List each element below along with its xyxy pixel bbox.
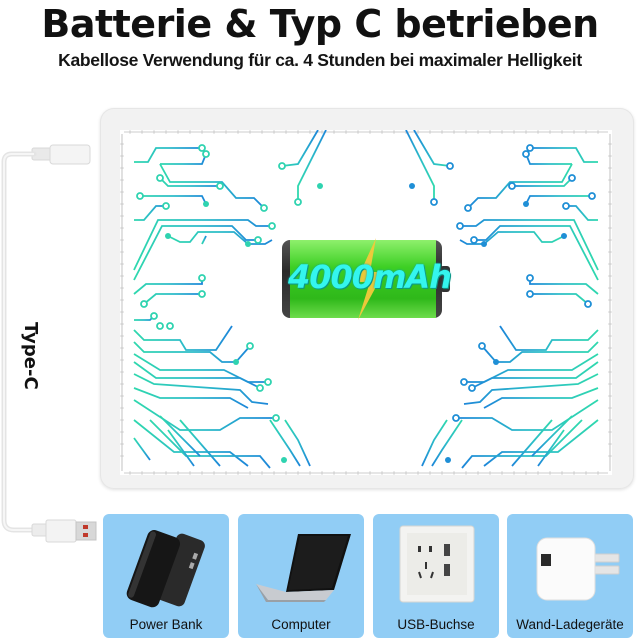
power-bank-icon bbox=[126, 530, 205, 608]
power-source-list: Power Bank Computer USB-Buchse bbox=[103, 514, 636, 638]
battery-capacity-label: 4000mAh bbox=[288, 258, 452, 296]
light-pad-screen bbox=[120, 130, 612, 475]
power-source-label: USB-Buchse bbox=[397, 617, 475, 632]
power-source-card-computer: Computer bbox=[238, 514, 364, 638]
usb-c-cable-icon bbox=[1, 144, 97, 543]
power-source-card-usb-socket: USB-Buchse bbox=[373, 514, 499, 638]
wall-charger-icon bbox=[536, 537, 620, 601]
circuit-pattern-icon bbox=[120, 130, 612, 475]
power-source-label: Power Bank bbox=[129, 617, 203, 632]
cable-type-label: Type-C bbox=[20, 322, 41, 390]
power-source-card-power-bank: Power Bank bbox=[103, 514, 229, 638]
page-subtitle: Kabellose Verwendung für ca. 4 Stunden b… bbox=[58, 50, 582, 70]
laptop-icon bbox=[256, 534, 351, 602]
page-title: Batterie & Typ C betrieben bbox=[41, 2, 599, 46]
battery-icon bbox=[282, 238, 450, 320]
power-source-label: Computer bbox=[271, 617, 331, 632]
power-source-card-wall-charger: Wand-Ladegeräte bbox=[507, 514, 633, 638]
power-source-label: Wand-Ladegeräte bbox=[516, 617, 624, 632]
wall-socket-icon bbox=[399, 525, 475, 603]
